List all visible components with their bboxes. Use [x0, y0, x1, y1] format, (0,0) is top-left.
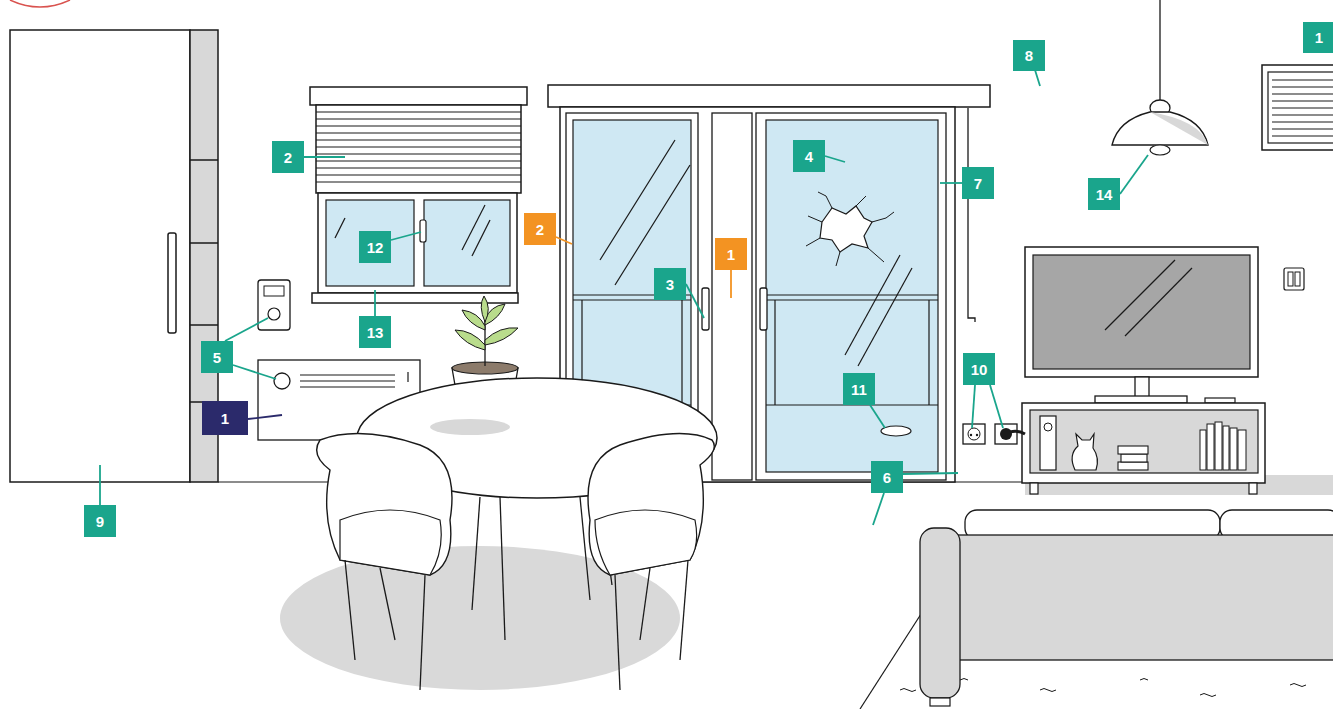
callout-number: 10	[963, 353, 995, 385]
callout-number: 1	[202, 401, 248, 435]
television	[1025, 247, 1258, 403]
callout-number: 4	[793, 140, 825, 172]
callout-number: 9	[84, 505, 116, 537]
air-vent	[1262, 65, 1333, 150]
callout-number: 1	[715, 238, 747, 270]
callout-number: 2	[272, 141, 304, 173]
callout-number: 8	[1013, 40, 1045, 71]
callout-number: 3	[654, 268, 686, 300]
light-switch	[1284, 268, 1304, 290]
callout-number: 2	[524, 213, 556, 245]
callout-number: 5	[201, 341, 233, 373]
tv-cabinet	[1022, 403, 1333, 495]
pendant-lamp	[1112, 0, 1208, 155]
callout-number: 12	[359, 231, 391, 263]
cable	[968, 108, 975, 322]
callout-number: 7	[962, 167, 994, 199]
thermostat	[258, 280, 290, 330]
callout-number: 1	[1303, 22, 1333, 53]
callout-number: 11	[843, 373, 875, 405]
entrance-door	[10, 30, 218, 482]
callout-number: 14	[1088, 178, 1120, 210]
leader-lines	[100, 36, 1318, 525]
shutter-window	[310, 87, 527, 303]
callout-number: 6	[871, 461, 903, 493]
dining-set	[317, 378, 717, 690]
sofa	[860, 510, 1333, 709]
corner-mark	[10, 0, 70, 7]
callout-number: 13	[359, 316, 391, 348]
